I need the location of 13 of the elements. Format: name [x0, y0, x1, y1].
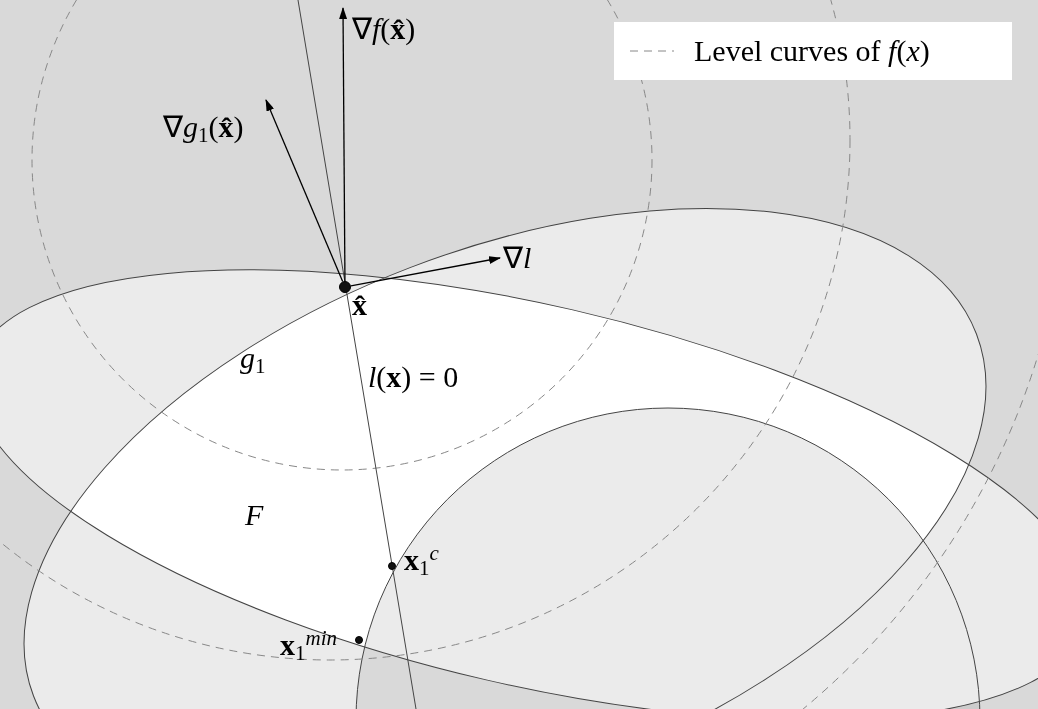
vector-label: ∇l — [503, 243, 532, 273]
gradient-arrow — [265, 99, 344, 283]
legend-text: Level curves of f(x) — [694, 36, 930, 66]
gradient-arrow — [339, 7, 348, 282]
point-marker — [355, 636, 363, 644]
vector-label: ∇f(x̂) — [352, 14, 416, 44]
point-label: x̂ — [352, 290, 367, 320]
region-label: g$_{1}$ — [240, 343, 266, 373]
region-label: l(x) = 0 — [368, 362, 459, 392]
region-label: F — [245, 500, 264, 530]
point-marker — [388, 562, 396, 570]
vector-label: ∇g$_{1}$(x̂) — [163, 112, 244, 142]
gradient-arrow — [350, 256, 501, 287]
